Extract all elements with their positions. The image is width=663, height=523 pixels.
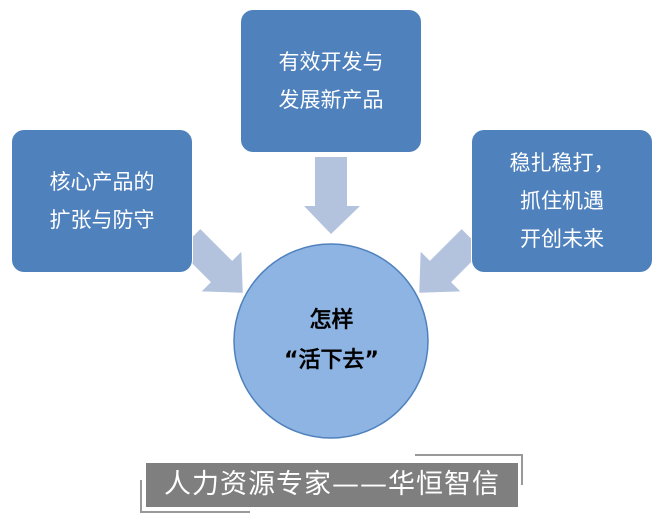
left-box-line: 核心产品的 — [49, 170, 155, 194]
arrow-left-to-center — [179, 229, 243, 293]
center-label: 怎样 “活下去” — [234, 243, 429, 438]
right-box-line: 开创未来 — [520, 227, 604, 251]
top-box-line: 发展新产品 — [278, 88, 384, 112]
arrow-down — [304, 157, 360, 234]
left-box-line: 扩张与防守 — [49, 208, 155, 232]
center-circle — [233, 243, 429, 439]
watermark-banner: 人力资源专家——华恒智信 — [146, 463, 518, 507]
top-box: 有效开发与 发展新产品 — [241, 10, 421, 152]
banner-bracket-bottom — [140, 480, 250, 513]
banner-bracket-top — [415, 454, 523, 485]
left-box: 核心产品的 扩张与防守 — [12, 130, 192, 272]
top-box-line: 有效开发与 — [278, 50, 384, 74]
right-box-line: 稳扎稳打， — [509, 151, 615, 175]
center-line: 怎样 — [309, 307, 354, 333]
right-box-line: 抓住机遇 — [520, 189, 604, 213]
right-box: 稳扎稳打， 抓住机遇 开创未来 — [472, 130, 652, 272]
arrow-right-to-center — [419, 229, 483, 293]
center-line: “活下去” — [284, 347, 379, 373]
